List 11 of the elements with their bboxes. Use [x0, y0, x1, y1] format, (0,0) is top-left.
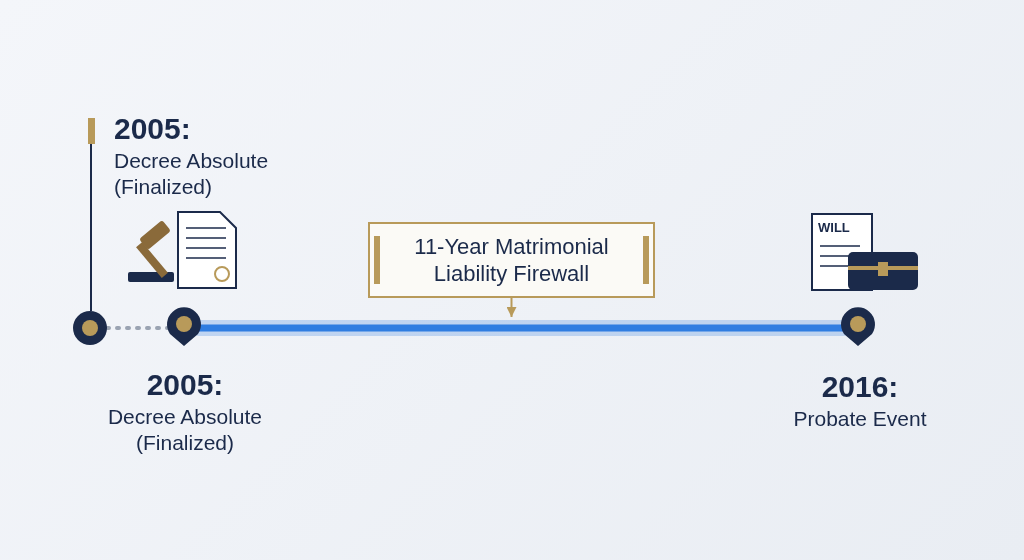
document-title: WILL: [818, 220, 850, 235]
event-text: Probate Event: [792, 406, 928, 432]
year-text: 2005:: [145, 368, 225, 402]
connector-line: [90, 143, 92, 312]
year-text: 2016:: [820, 370, 900, 404]
event-text: Decree Absolute (Finalized): [114, 148, 270, 200]
callout-text: 11-Year Matrimonial Liability Firewall: [414, 234, 609, 286]
callout-pointer: [506, 297, 517, 318]
year-text: 2005:: [114, 112, 192, 146]
callout-box: [368, 222, 655, 298]
event-text: Decree Absolute (Finalized): [106, 404, 264, 456]
